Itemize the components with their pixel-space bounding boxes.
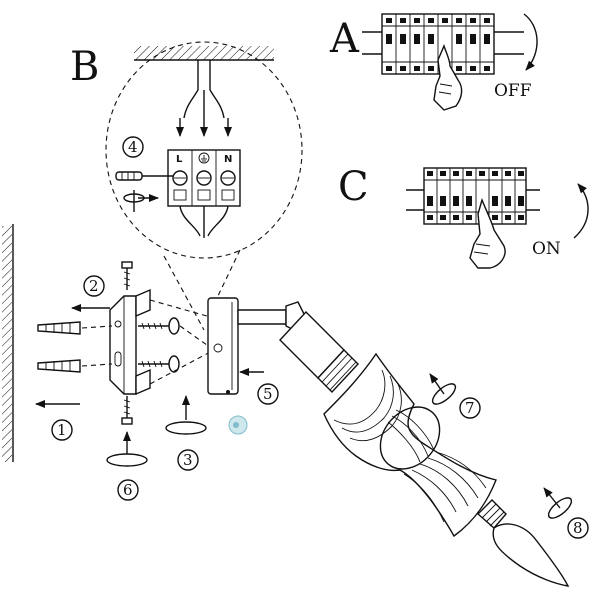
- step-3-label: 3: [183, 451, 193, 469]
- rotate-ring-step-6: [106, 453, 148, 467]
- step-5-label: 5: [263, 385, 273, 403]
- shade-band: [379, 406, 441, 470]
- step-8-circle: [567, 517, 589, 539]
- terminal-neutral-label: N: [224, 154, 232, 165]
- rotate-on-arrow: [573, 183, 589, 239]
- panel-a-letter: A: [329, 16, 360, 62]
- step-1-circle: [51, 419, 73, 441]
- hand-pointer-on: [469, 197, 506, 269]
- step-3-circle: [177, 449, 199, 471]
- rotate-screw-icon: [123, 190, 159, 212]
- earth-ground-icon: [198, 152, 210, 164]
- breaker-panel-on: C ON: [338, 164, 589, 269]
- watermark-dot: [228, 415, 248, 435]
- candle-bulb: [476, 499, 570, 587]
- on-label: ON: [532, 239, 561, 259]
- breaker-panel-off: A OFF: [329, 13, 538, 111]
- bracket-screw-bottom: [121, 396, 133, 425]
- wall-hatch: [2, 226, 12, 462]
- canopy-screw: [213, 343, 223, 353]
- wiring-detail-panel: B L N: [70, 41, 303, 331]
- supply-wire-live: [183, 89, 199, 119]
- rotate-icon-step-7: [429, 373, 457, 405]
- align-line-2: [179, 325, 215, 351]
- rotate-icon-step-8: [543, 487, 573, 519]
- ceiling-hatch: [134, 46, 274, 60]
- step-5-circle: [257, 383, 279, 405]
- step-7-circle: [459, 397, 481, 419]
- glass-shade: [323, 352, 497, 538]
- panel-c-letter: C: [338, 164, 369, 210]
- callout-line-left: [163, 255, 205, 331]
- rotate-ring-step-3: [165, 421, 207, 435]
- align-line-3: [149, 349, 215, 385]
- fixing-screw-lower: [138, 355, 180, 373]
- hand-pointer-off: [433, 44, 463, 111]
- lamp-holder: [279, 310, 359, 394]
- mounting-bracket: [109, 288, 151, 396]
- wall-lamp-assembly: 5 7 8: [207, 297, 589, 587]
- align-line-1: [149, 299, 215, 319]
- wall-canopy: [207, 297, 239, 395]
- lamp-arm: [237, 309, 287, 325]
- step-7-label: 7: [465, 399, 475, 417]
- wall-plug-upper: [37, 321, 81, 335]
- step-4-label: 4: [128, 138, 138, 156]
- wall-plug-lower: [37, 359, 81, 373]
- lamp-wire-right: [207, 205, 229, 237]
- step-2-label: 2: [89, 277, 99, 295]
- step-2-circle: [83, 275, 105, 297]
- step-6-label: 6: [123, 481, 133, 499]
- rotate-off-arrow: [523, 13, 538, 71]
- fixing-screw-upper: [138, 317, 180, 335]
- step-4-circle: [122, 136, 144, 158]
- step-6-circle: [117, 479, 139, 501]
- supply-wire-neutral: [209, 89, 225, 119]
- detail-callout-circle: [105, 41, 303, 259]
- wall-mounting-area: 1 2: [2, 224, 215, 501]
- callout-line-right: [215, 249, 241, 301]
- panel-b-letter: B: [70, 44, 99, 90]
- step-8-label: 8: [573, 519, 583, 537]
- off-label: OFF: [494, 81, 532, 101]
- bracket-screw-top: [121, 261, 133, 290]
- terminal-live-label: L: [176, 154, 183, 165]
- screwdriver-icon: [115, 171, 174, 181]
- step-1-label: 1: [57, 421, 67, 439]
- lamp-wire-left: [179, 205, 201, 237]
